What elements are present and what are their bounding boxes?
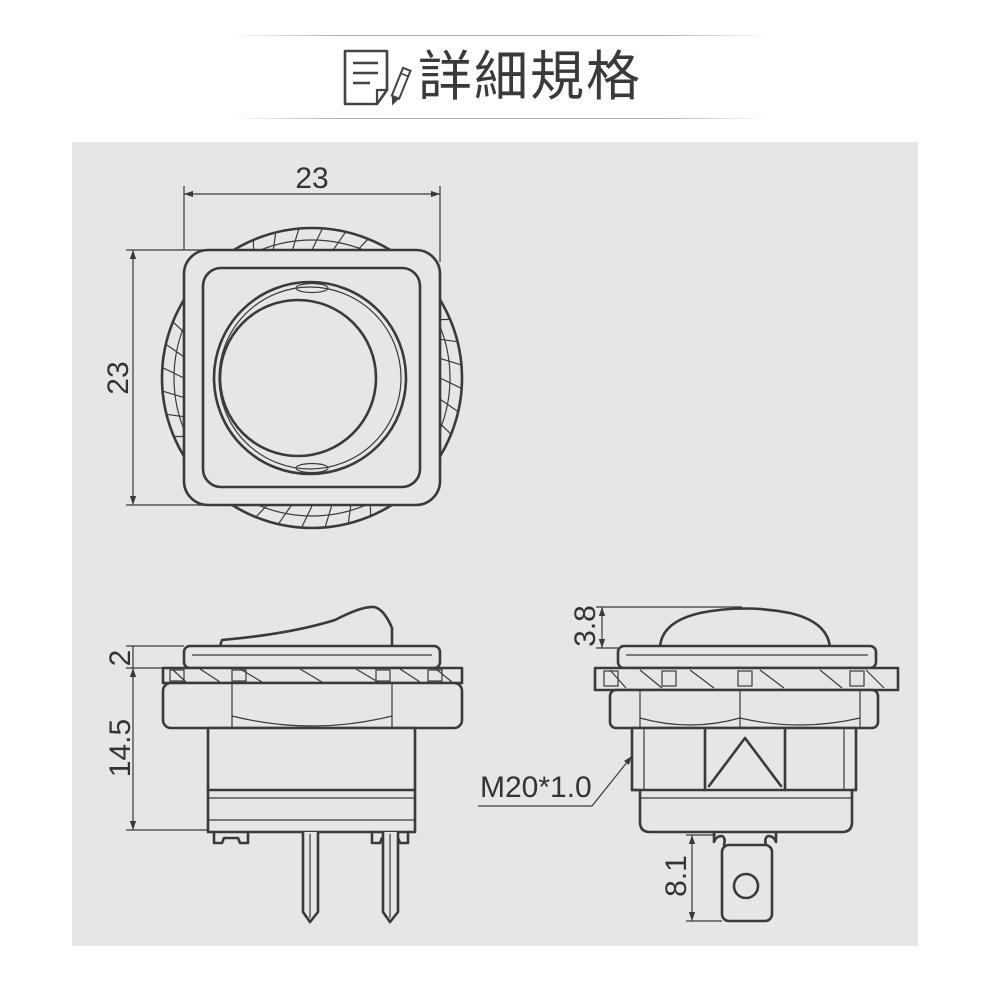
header-top-rule [230,35,770,36]
rear-terminal-label: 8.1 [660,855,693,897]
side-flange-label: 2 [104,650,137,667]
rocker-top-highlight [295,282,329,294]
spec-document-pen-icon [343,49,412,106]
side-height-label: 14.5 [104,719,137,777]
rear-housing-triangle-mark [703,726,787,792]
rear-nut-notches [603,669,885,689]
front-height-label: 23 [102,361,135,394]
nut-ridge [300,505,313,528]
side-terminal-tab-left [212,830,250,845]
rocker-outer-ring [212,280,408,476]
nut-ridge [439,377,462,390]
nut-ridge [277,504,293,525]
rear-dome-label: 3.8 [569,605,602,647]
nut-ridge [311,228,324,251]
nut-ridge [331,231,347,252]
rocker-bottom-highlight [295,462,329,474]
rear-terminal-hooks [712,830,778,847]
nut-ridge [438,397,459,413]
nut-ridge [438,357,462,366]
nut-ridge [162,390,186,399]
front-view: 23 23 [102,162,464,530]
rear-bezel-flange [616,644,878,670]
side-bezel-flange [182,644,442,670]
rear-terminal-hole [732,872,760,900]
rear-housing-body [630,726,858,834]
rear-nut-scallop [639,717,861,726]
mounting-nut-inner-ring [173,239,451,517]
header-bottom-rule [230,118,770,119]
rocker-button-face [218,298,378,458]
side-housing-body [206,726,417,834]
nut-ridge [291,228,300,252]
page-title: 詳細規格 [418,45,642,108]
side-nut-scallop [231,715,393,727]
side-nut-notches [169,668,453,683]
nut-ridge [324,504,333,528]
front-width-label: 23 [295,162,328,195]
rear-rocker-dome [658,607,832,649]
rear-view: 3.8 M20*1.0 8.1 [478,605,900,923]
side-nut-body [161,681,464,730]
rear-quick-connect-terminal [720,843,774,923]
thread-spec-label: M20*1.0 [480,771,592,804]
bezel-inner-frame [201,266,422,489]
nut-ridge [162,366,185,379]
side-rocker-actuator [218,605,394,647]
nut-ridge [165,343,186,359]
side-view: 2 14.5 [104,605,464,924]
bezel-outer-frame [182,248,442,507]
thread-leader-line [591,755,633,807]
